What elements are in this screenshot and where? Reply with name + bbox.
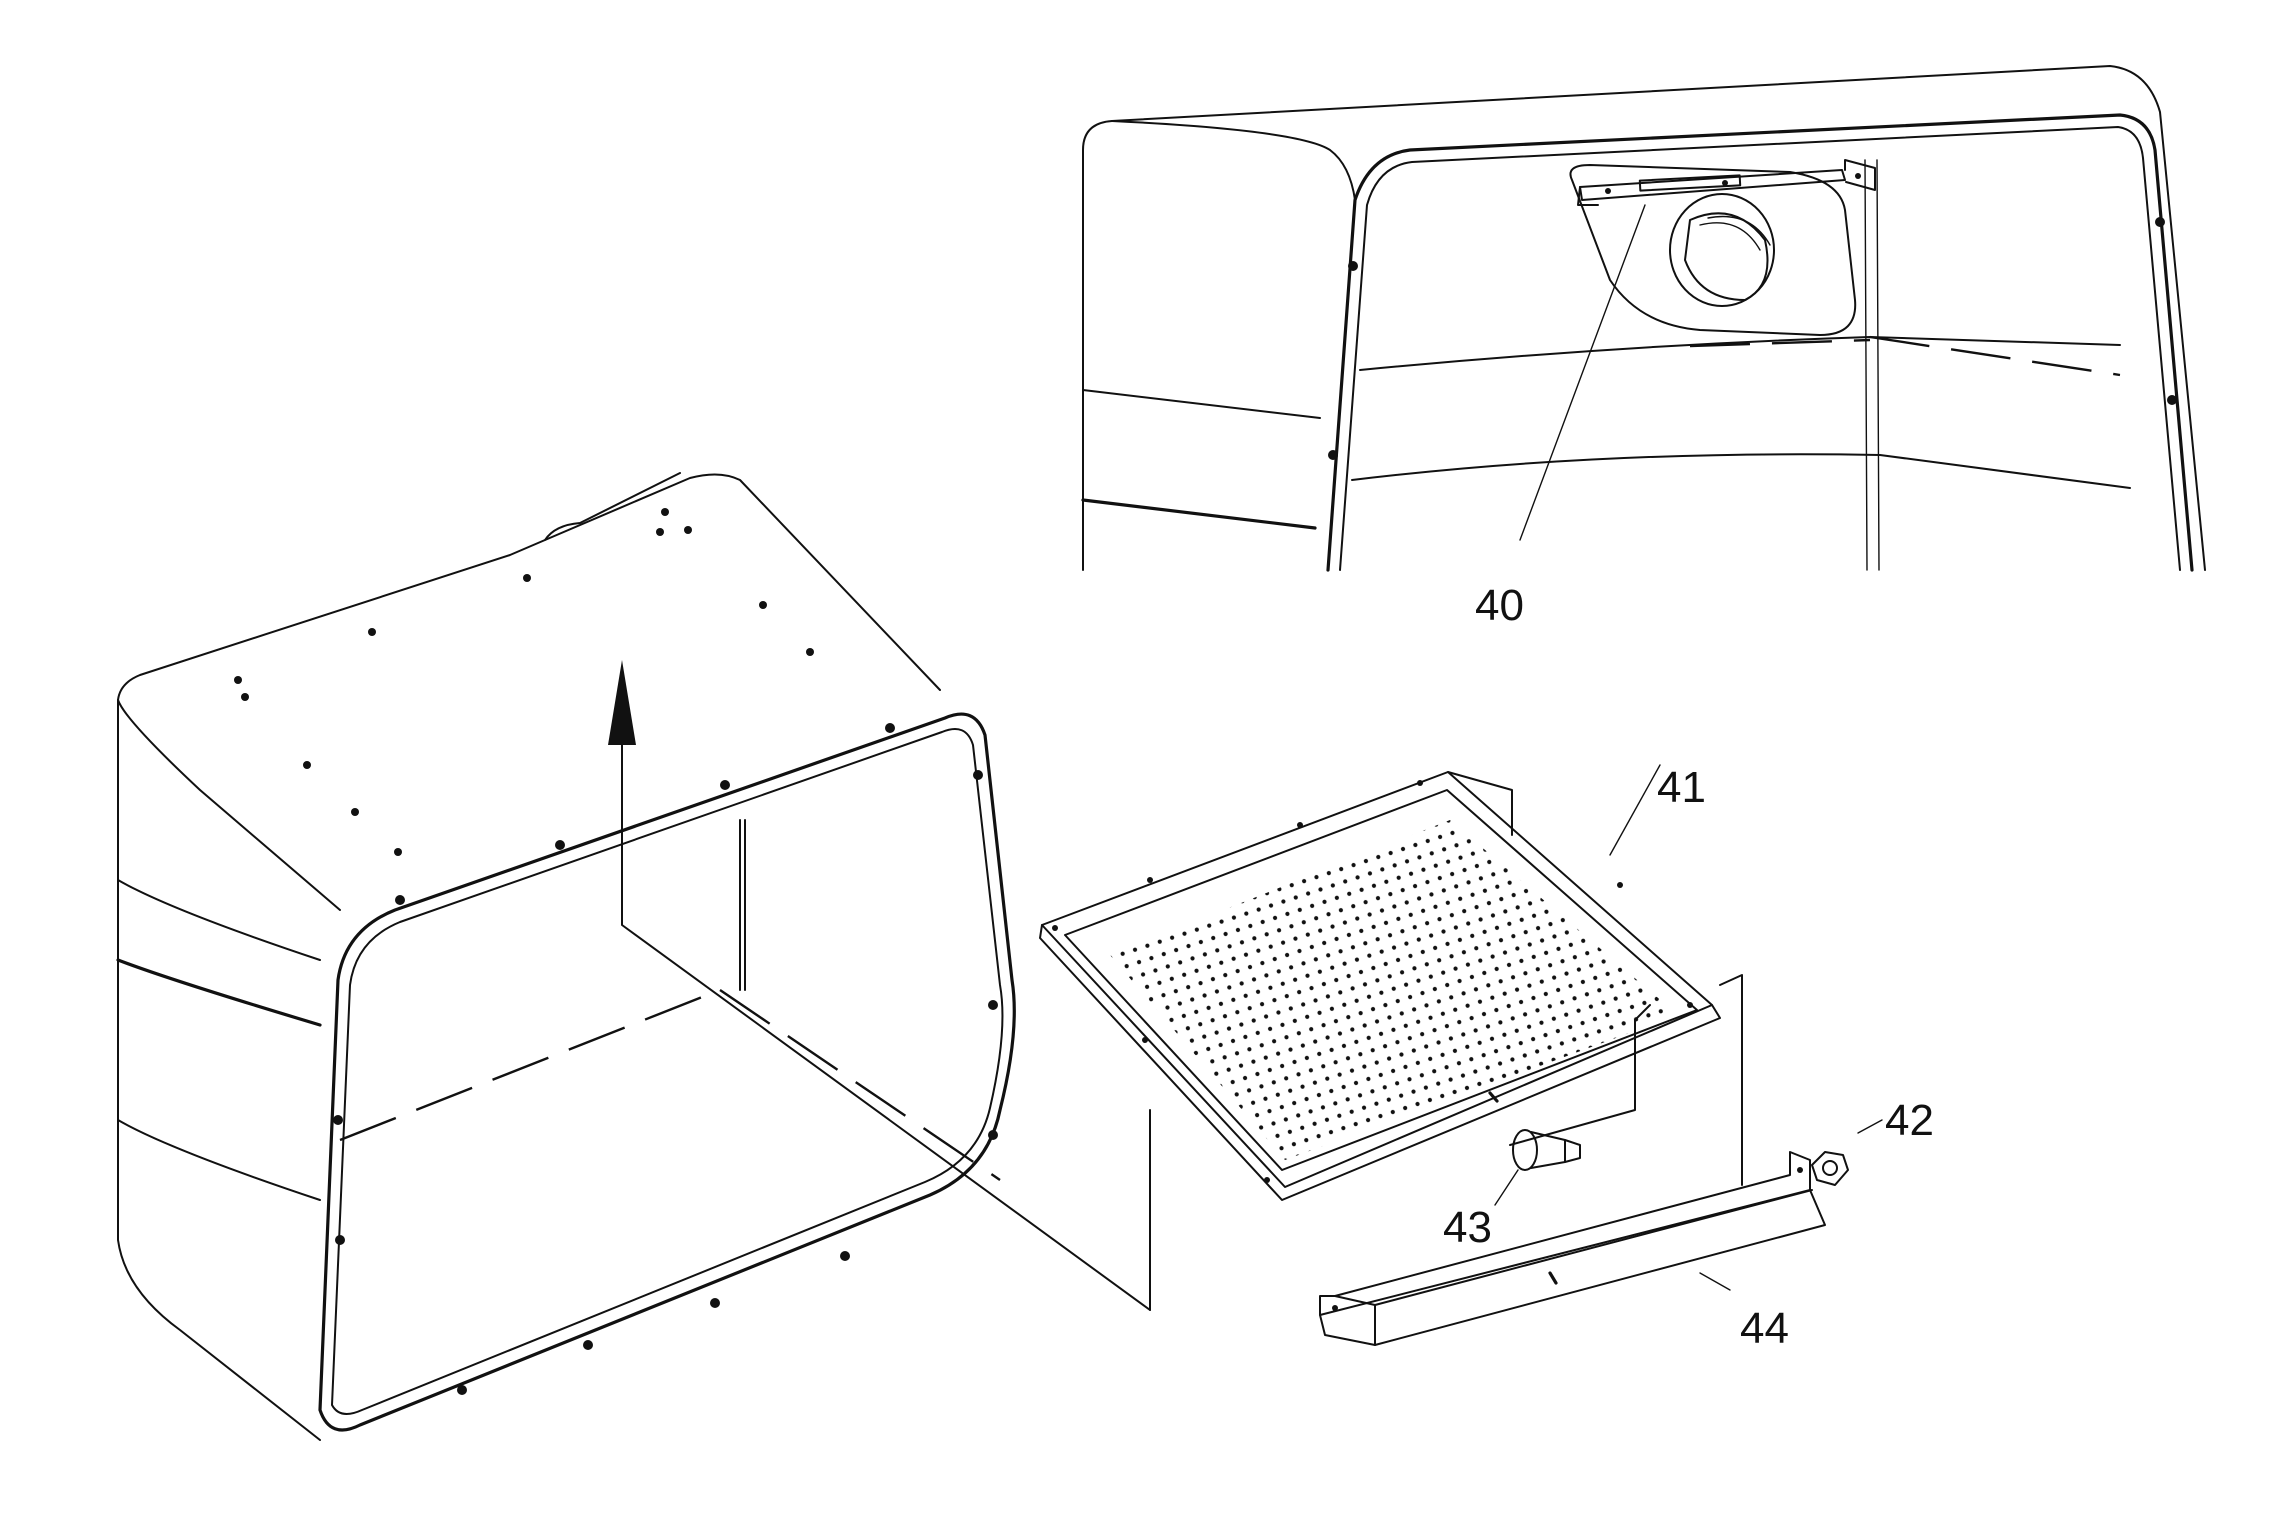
inset-view: [1081, 65, 2206, 572]
callout-43: 43: [1443, 1203, 1492, 1252]
perforated-tray: [1039, 771, 1721, 1201]
housing-assembly: [116, 472, 1151, 1441]
knob-fastener: [1512, 1129, 1581, 1171]
hex-nut: [1811, 1151, 1849, 1186]
callout-40: 40: [1475, 581, 1524, 630]
leader-lines: [1494, 204, 1883, 1291]
callout-41: 41: [1657, 763, 1706, 812]
angle-bracket: [1319, 974, 1826, 1346]
callout-44: 44: [1740, 1304, 1789, 1353]
callout-42: 42: [1885, 1096, 1934, 1145]
